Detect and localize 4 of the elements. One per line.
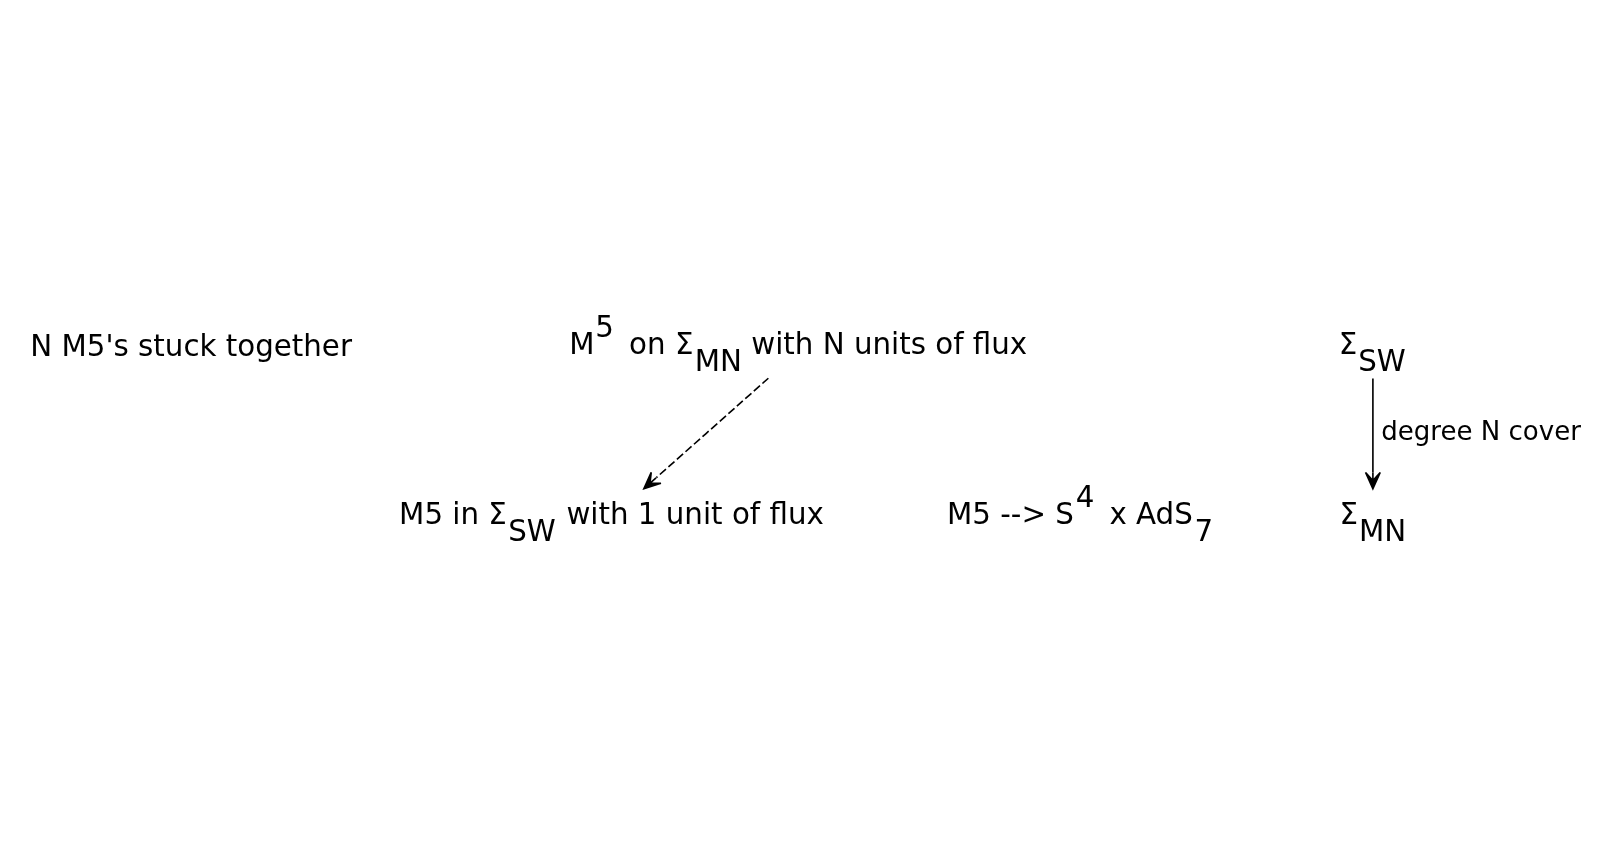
arrow	[643, 377, 770, 490]
edge-label: degree N cover	[1381, 415, 1581, 446]
arrow	[1364, 377, 1382, 490]
label: N M5's stuck together	[30, 328, 352, 363]
